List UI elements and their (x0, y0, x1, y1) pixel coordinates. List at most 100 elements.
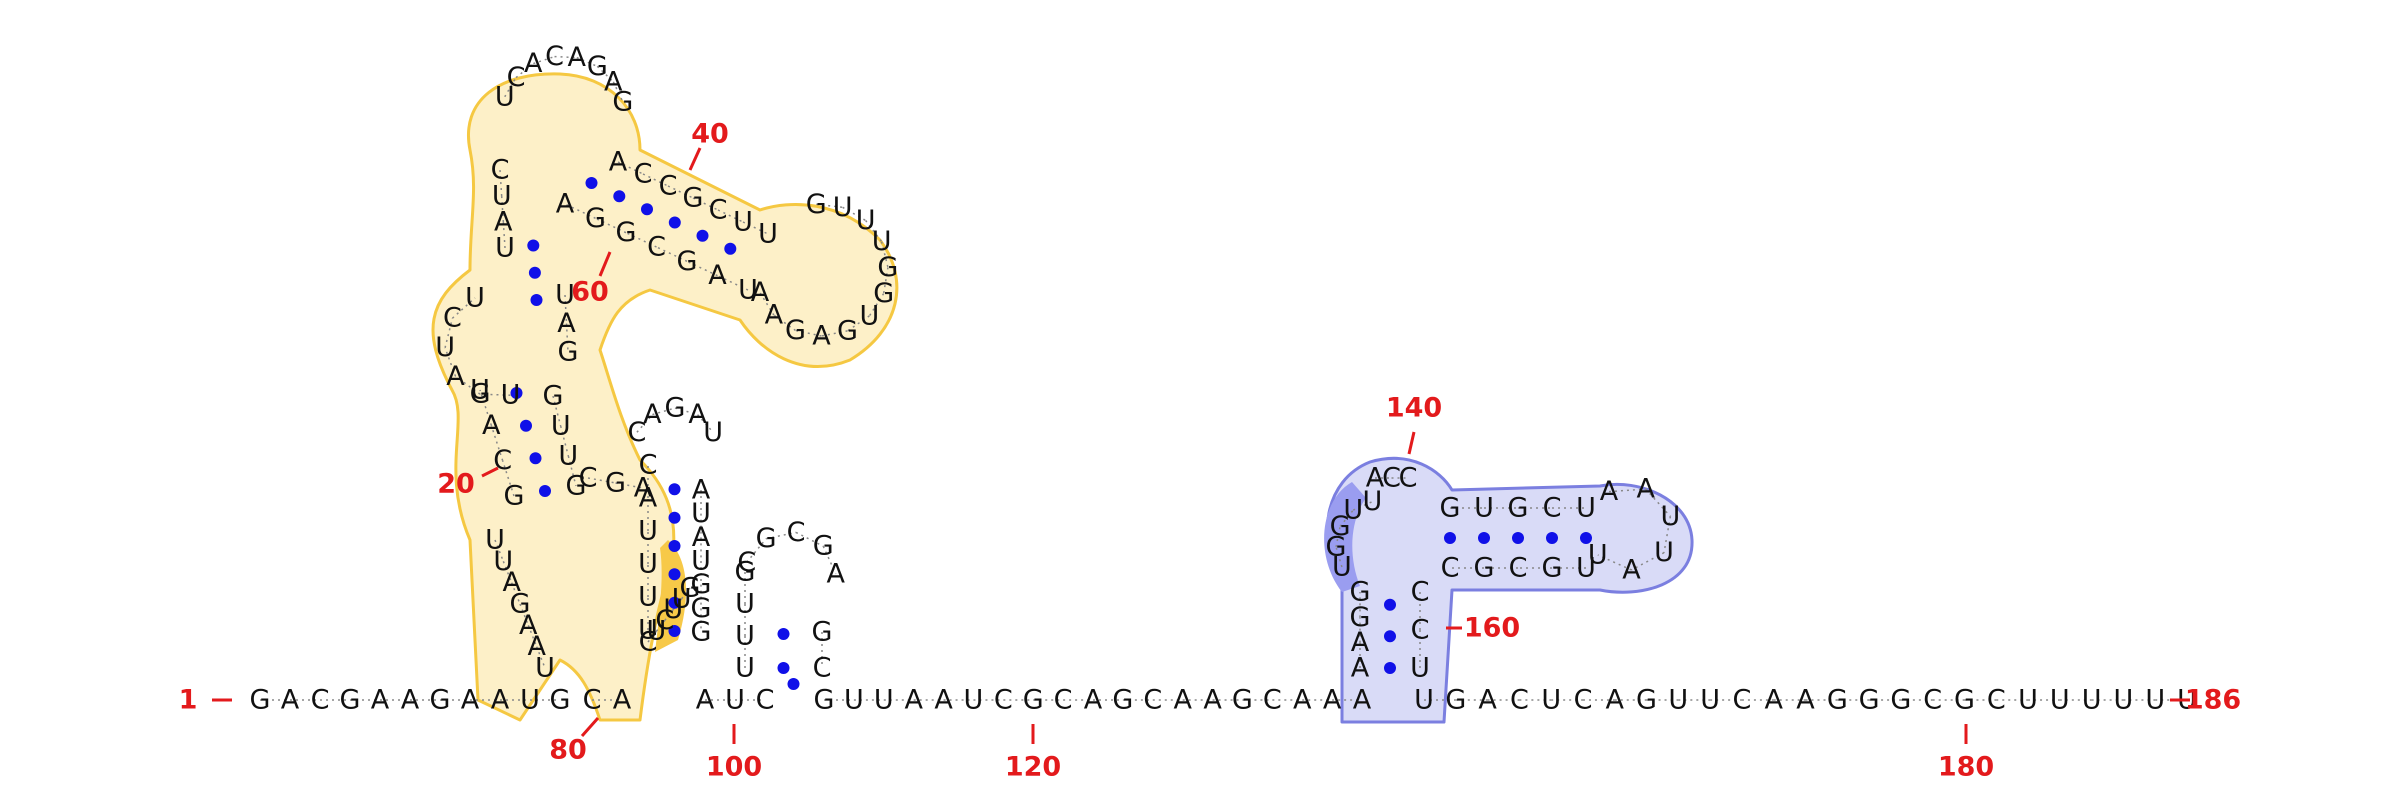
base-pair-dot (1384, 598, 1396, 611)
nucleotide-spine-e: A (1796, 685, 1815, 716)
nucleotide-h2-cross: U (647, 616, 667, 647)
position-label-1: 1 (179, 685, 198, 716)
backbone-link (494, 539, 505, 562)
nucleotide-h1-arm-top: A (609, 147, 628, 178)
backbone-link (612, 81, 624, 103)
nucleotide-h1-right-loop: A (751, 277, 770, 308)
nucleotide-h4-stem-top: U (1474, 493, 1494, 524)
nucleotide-h1-left-lower: U (535, 653, 555, 684)
backbone-link (1663, 516, 1672, 553)
nucleotide-h4-stem-bottom: C (1509, 553, 1528, 584)
backbone-link (490, 425, 504, 461)
nucleotide-h1-right-loop: G (873, 278, 894, 309)
nucleotide-spine-e: G (1445, 685, 1466, 716)
nucleotide-h4-left: A (1351, 653, 1370, 684)
backbone-link (455, 375, 481, 395)
backbone-link (636, 414, 653, 433)
nucleotide-h1-left-lower: U (493, 546, 513, 577)
nucleotide-h2-right: A (692, 522, 711, 553)
nucleotide-h1-right-loop: U (860, 300, 880, 331)
nucleotide-h3-loop: C (737, 547, 756, 578)
nucleotide-h1-stem-3p: U (558, 441, 578, 472)
nucleotide-h3-right: G (812, 617, 833, 648)
nucleotide-h1-stem-5p: U (470, 375, 490, 406)
nucleotide-spine-e: U (2018, 685, 2038, 716)
nucleotide-h2-cross: C (639, 627, 658, 658)
backbone-link (501, 460, 515, 497)
nucleotide-h1-right-loop: G (837, 315, 858, 346)
position-label-186: 186 (2185, 685, 2241, 716)
nucleotide-h1-loop-left: C (443, 303, 462, 334)
nucleotide-h1-right-loop: G (806, 189, 827, 220)
nucleotide-spine-e: A (1478, 685, 1497, 716)
backbone-link (821, 330, 848, 337)
nucleotide-h1-top-loop: A (524, 48, 543, 79)
backbone-link (552, 395, 562, 427)
base-pair-dot (668, 216, 681, 229)
nucleotide-h1-top-loop: A (568, 42, 587, 73)
nucleotide-h2-left: U (638, 549, 658, 580)
nucleotide-spine-e: U (2082, 685, 2102, 716)
nucleotide-spine-d: C (1054, 685, 1073, 716)
nucleotide-h1-stem-5p: C (493, 445, 512, 476)
base-pair-dot (668, 540, 681, 552)
nucleotide-spine-d: G (1112, 685, 1133, 716)
nucleotide-h1-stem-upper-left: A (494, 207, 513, 238)
backbone-link (773, 314, 796, 332)
nucleotide-spine-e: G (1859, 685, 1880, 716)
nucleotide-spine-a: G (250, 685, 271, 716)
nucleotide-h1-top-loop: C (545, 41, 564, 72)
nucleotide-h1-stem-upper-left: U (492, 181, 512, 212)
highlight-region-yellow-accent (655, 540, 687, 652)
backbone-link (865, 220, 883, 243)
backbone-link (502, 561, 513, 583)
backbone-link (519, 603, 530, 626)
highlight-region-blue (1325, 456, 1694, 724)
backbone-link (527, 625, 538, 647)
nucleotide-spine-a: A (371, 685, 390, 716)
nucleotide-spine-e: G (1827, 685, 1848, 716)
nucleotide-spine-e: A (1764, 685, 1783, 716)
nucleotide-h1-stem-3p: G (543, 381, 564, 412)
base-pair-dot (641, 203, 653, 216)
nucleotide-spine-a: U (520, 685, 540, 716)
nucleotide-h1-arm-top: G (683, 183, 704, 214)
nucleotide-h1-loop-left: U (435, 332, 455, 363)
nucleotide-spine-e: C (1987, 685, 2006, 716)
nucleotide-h2-left: A (639, 483, 658, 514)
nucleotide-h1-top-loop: G (612, 87, 633, 118)
backbone-link (647, 630, 657, 643)
nucleotide-h1-arm-bottom: A (708, 260, 727, 291)
backbone-link (479, 389, 493, 426)
backbone-link (535, 646, 546, 669)
nucleotide-h4-loop: U (1654, 537, 1674, 568)
backbone-link (1631, 552, 1665, 571)
backbone-link (868, 293, 885, 317)
position-label-80: 80 (549, 735, 587, 766)
nucleotide-h2-loop: A (643, 399, 662, 430)
nucleotide-h1-arm-bottom: A (556, 189, 575, 220)
nucleotide-h2-loop: G (665, 393, 686, 424)
nucleotide-h1-junction: G (605, 468, 626, 499)
base-pair-dot (530, 294, 543, 306)
backbone-link (765, 531, 797, 540)
backbone-link (667, 185, 694, 199)
backbone-link (795, 329, 822, 337)
base-pair-dot (1444, 532, 1456, 544)
nucleotide-h1-stem-upper-right: G (558, 337, 579, 368)
nucleotide-h3-left: U (735, 621, 755, 652)
tick-80 (580, 717, 600, 737)
nucleotide-h4-left-loop: U (1343, 495, 1363, 526)
backbone-layer (260, 55, 2187, 701)
nucleotide-h1-stem-upper-right: U (555, 280, 575, 311)
backbone-link (502, 221, 506, 249)
nucleotide-h4-left-loop: U (1332, 552, 1352, 583)
nucleotide-h4-stem-top: G (1440, 493, 1461, 524)
nucleotide-spine-e: U (1414, 685, 1434, 716)
nucleotide-spine-e: U (2050, 685, 2070, 716)
backbone-link (642, 173, 669, 187)
nucleotide-spine-d: C (994, 685, 1013, 716)
nucleotide-h1-arm-bottom: U (738, 275, 758, 306)
nucleotide-spine-e: G (1636, 685, 1657, 716)
